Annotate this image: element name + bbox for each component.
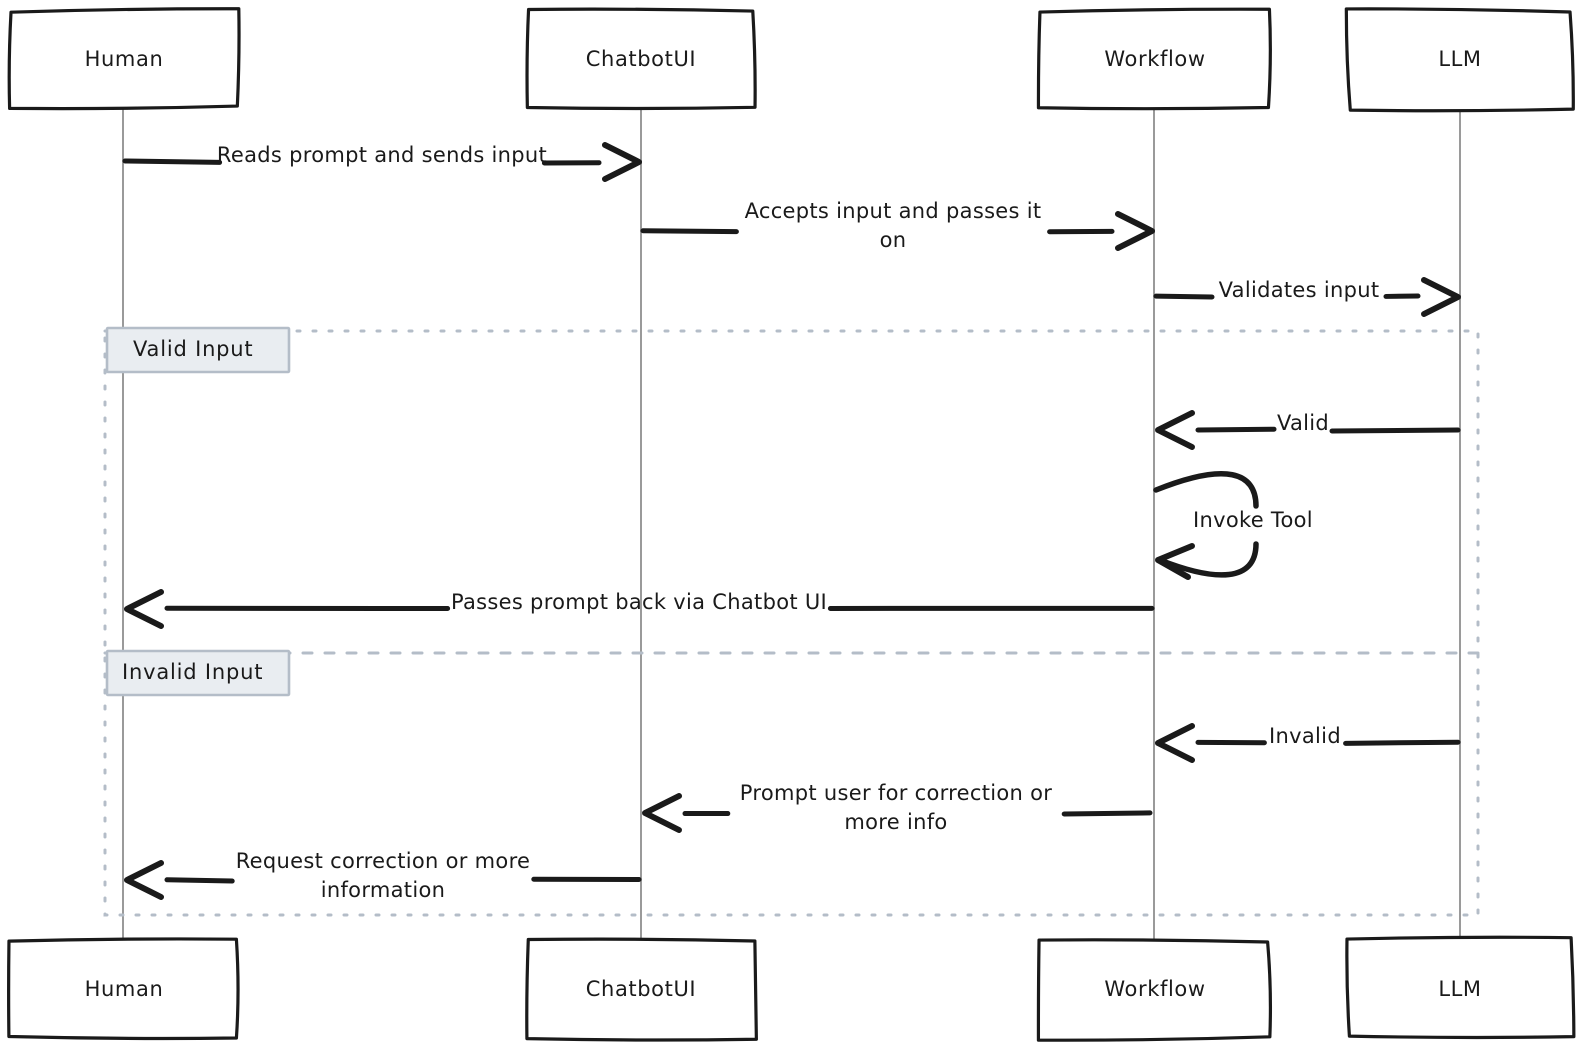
message-line-left — [1153, 293, 1215, 300]
alt-section-tag-valid-input[interactable]: Valid Input — [105, 326, 291, 374]
message-label: Valid — [1277, 411, 1329, 435]
lifelines-group — [122, 108, 1461, 940]
participant-name: LLM — [1438, 47, 1481, 71]
message-line-left — [122, 158, 223, 165]
alt-section-tag-invalid-input[interactable]: Invalid Input — [105, 649, 291, 697]
alt-tag-label: Valid Input — [133, 337, 253, 361]
participants-bottom-group: Human ChatbotUI Workflow LLM — [7, 935, 1576, 1042]
message-label: Invalid — [1269, 724, 1341, 748]
participant-box-chatbotui-bottom[interactable]: ChatbotUI — [525, 937, 758, 1042]
self-loop-upper — [1153, 471, 1259, 509]
participant-box-outline — [1345, 935, 1576, 1040]
arrow-head — [1155, 543, 1195, 580]
participant-box-llm-bottom[interactable]: LLM — [1345, 935, 1576, 1040]
participant-box-human[interactable]: Human — [7, 7, 241, 111]
message-label: Validates input — [1219, 278, 1380, 302]
message-line-left — [640, 228, 739, 235]
participant-name: Human — [85, 47, 164, 71]
participant-box-llm[interactable]: LLM — [1344, 7, 1575, 113]
participant-box-chatbotui[interactable]: ChatbotUI — [525, 7, 757, 111]
arrow-head — [1115, 211, 1155, 251]
participant-box-outline — [7, 937, 240, 1041]
participant-box-workflow[interactable]: Workflow — [1036, 7, 1272, 111]
arrow-head — [642, 793, 682, 833]
message-line-left — [164, 877, 235, 884]
message-label: Passes prompt back via Chatbot UI — [451, 590, 827, 614]
participant-box-workflow-bottom[interactable]: Workflow — [1036, 938, 1273, 1042]
participant-name: ChatbotUI — [586, 977, 696, 1001]
message-line-right — [1343, 739, 1461, 746]
alt-fragment-border — [103, 329, 1480, 917]
participant-box-human-bottom[interactable]: Human — [7, 937, 240, 1041]
alt-tag-background — [105, 649, 291, 697]
participant-name: ChatbotUI — [586, 47, 696, 71]
participant-box-outline — [525, 937, 758, 1042]
message-line-right — [1329, 427, 1461, 434]
arrow-head — [1421, 277, 1461, 317]
participant-name: Human — [85, 977, 164, 1001]
self-loop-lower — [1157, 541, 1259, 578]
participant-box-outline — [7, 7, 241, 111]
message-m1: Reads prompt and sends input — [122, 142, 642, 182]
message-line-right — [1061, 810, 1153, 817]
participant-name: LLM — [1438, 977, 1481, 1001]
message-m6: Passes prompt back via Chatbot UI — [124, 589, 1155, 629]
message-line-left — [1195, 426, 1277, 433]
message-m3: Validates input — [1153, 277, 1461, 317]
arrow-head — [602, 142, 642, 182]
message-label: Reads prompt and sends input — [217, 143, 547, 167]
arrow-head — [1155, 723, 1195, 763]
participant-box-outline — [1344, 7, 1575, 113]
message-label: Invoke Tool — [1193, 508, 1313, 532]
arrow-head — [124, 589, 164, 629]
participant-name: Workflow — [1104, 47, 1205, 71]
message-m5: Invoke Tool — [1153, 471, 1313, 580]
participant-name: Workflow — [1104, 977, 1205, 1001]
participant-box-outline — [1036, 7, 1272, 111]
arrow-head — [124, 860, 164, 900]
participants-top-group: Human ChatbotUI Workflow LLM — [7, 7, 1575, 113]
arrow-head — [1155, 410, 1195, 450]
alt-tag-label: Invalid Input — [122, 660, 263, 684]
participant-box-outline — [525, 7, 757, 111]
participant-box-outline — [1036, 938, 1273, 1042]
message-m4: Valid — [1155, 410, 1461, 450]
alt-tag-background — [105, 326, 291, 374]
message-m7: Invalid — [1155, 723, 1461, 763]
